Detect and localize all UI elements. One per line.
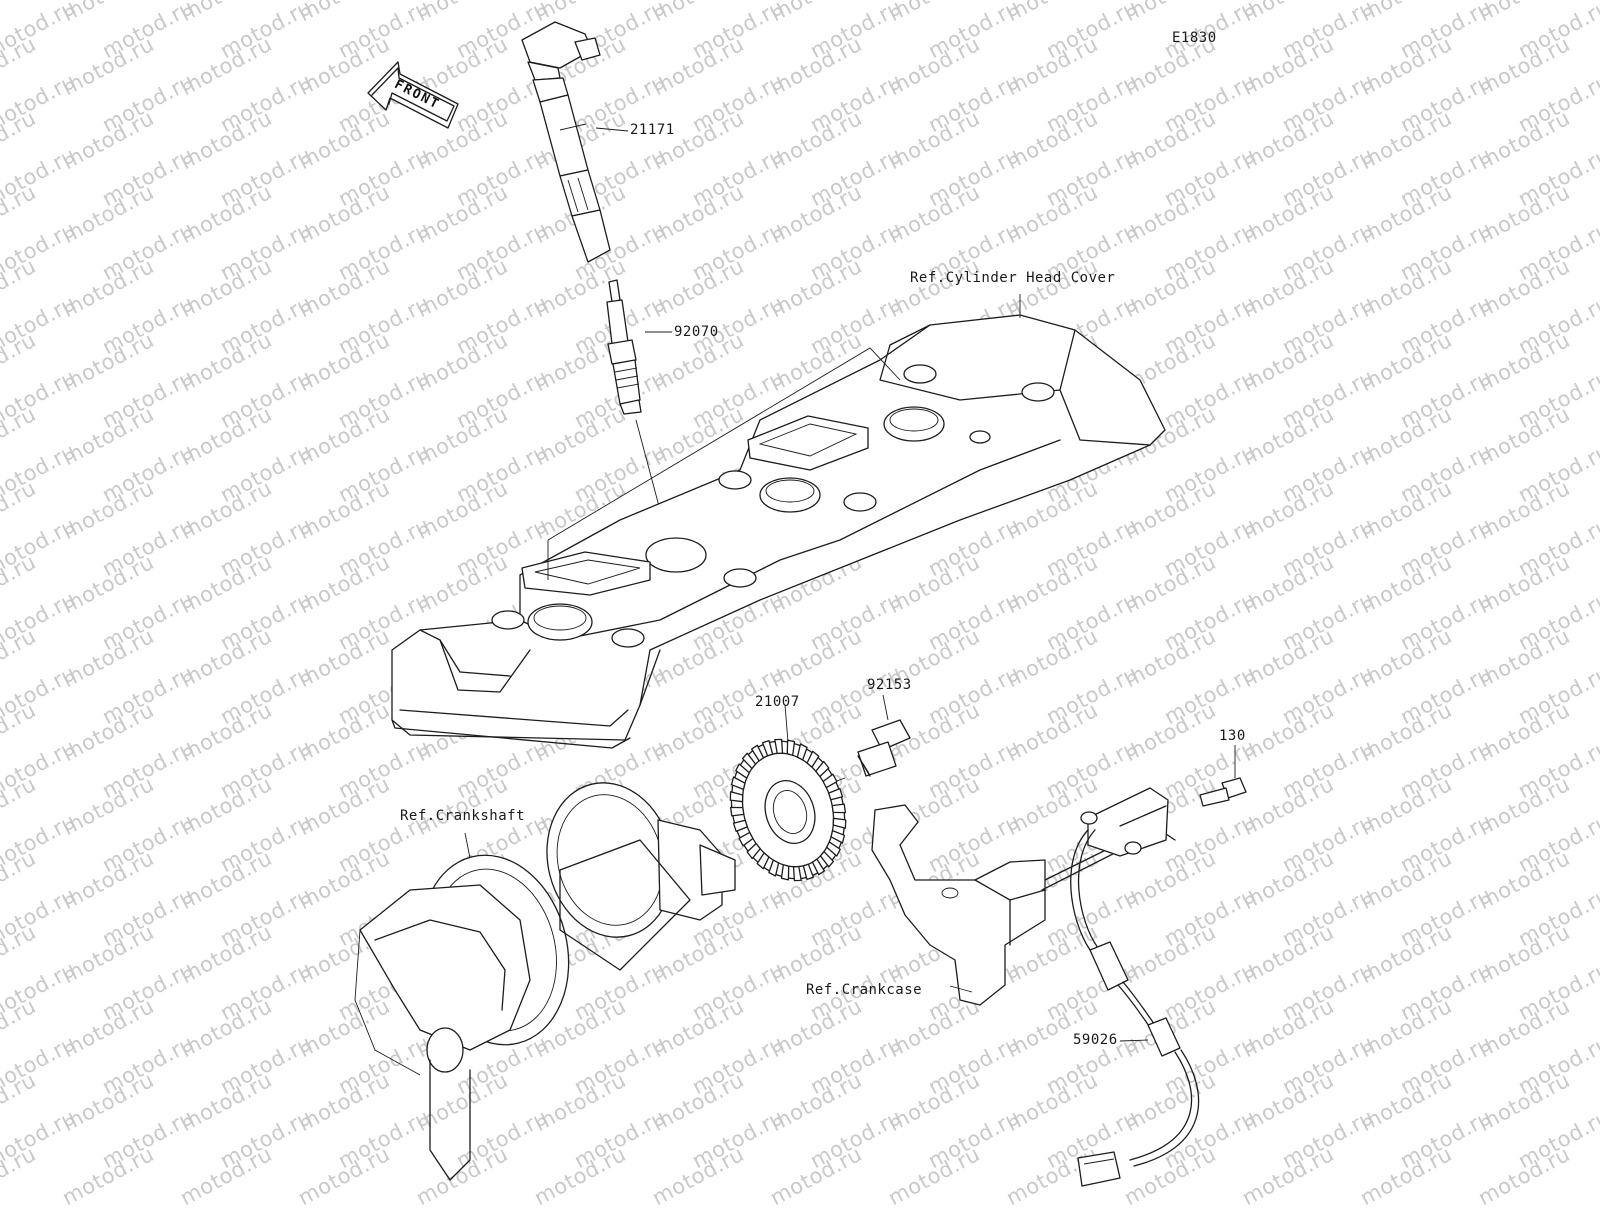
rotor-tooth bbox=[796, 743, 808, 761]
crankcase-part bbox=[871, 804, 1176, 1006]
part-number-label-59026: 59026 bbox=[1073, 1032, 1118, 1048]
rotor-tooth bbox=[735, 763, 750, 779]
diagram-code: E1830 bbox=[1172, 30, 1217, 46]
rotor-tooth bbox=[780, 864, 790, 881]
rotor-tooth bbox=[732, 819, 748, 833]
rotor-tooth bbox=[828, 787, 844, 801]
crankshaft-part bbox=[354, 782, 736, 1181]
part-number-label-92070: 92070 bbox=[674, 324, 719, 340]
rotor-tooth bbox=[729, 791, 744, 803]
part-number-label-21171: 21171 bbox=[630, 122, 675, 138]
bolt-part bbox=[811, 694, 911, 791]
rotor-tooth bbox=[751, 744, 765, 762]
ref-label-crankshaft: Ref.Crankshaft bbox=[400, 808, 526, 824]
rotor-tooth bbox=[811, 858, 825, 876]
rotor-tooth bbox=[730, 776, 746, 791]
spark-plug-part bbox=[606, 279, 669, 541]
rotor-part bbox=[729, 704, 847, 882]
ref-label-cylinder-head-cover: Ref.Cylinder Head Cover bbox=[910, 270, 1116, 286]
cylinder-head-cover-part bbox=[391, 294, 1166, 749]
rotor-tooth bbox=[768, 859, 780, 877]
rotor-tooth bbox=[786, 739, 796, 756]
rotor-tooth bbox=[792, 865, 802, 882]
rotor-tooth bbox=[830, 829, 846, 844]
rotor-tooth bbox=[741, 752, 757, 770]
rotor-tooth bbox=[831, 803, 847, 814]
rotor-tooth bbox=[819, 850, 835, 868]
crankshaft-sensor-part bbox=[1070, 787, 1200, 1187]
ignition-coil-part bbox=[521, 21, 611, 263]
part-number-label-130: 130 bbox=[1219, 728, 1246, 744]
rotor-tooth bbox=[815, 760, 830, 778]
part-number-label-21007: 21007 bbox=[755, 694, 800, 710]
rotor-tooth bbox=[826, 841, 841, 857]
rotor-tooth bbox=[729, 806, 745, 817]
part-number-label-92153: 92153 bbox=[867, 677, 912, 693]
ref-label-crankcase: Ref.Crankcase bbox=[806, 982, 923, 998]
sensor-bolt-part bbox=[1199, 745, 1247, 807]
rotor-tooth bbox=[806, 750, 820, 768]
rotor-tooth bbox=[802, 863, 815, 881]
rotor-tooth bbox=[832, 817, 847, 829]
front-arrow-icon: FRONT bbox=[367, 61, 459, 129]
rotor-tooth bbox=[761, 739, 774, 757]
rotor-tooth bbox=[738, 831, 754, 847]
rotor-tooth bbox=[756, 852, 770, 870]
rotor-tooth bbox=[746, 842, 761, 860]
rotor-tooth bbox=[822, 773, 838, 789]
rotor-tooth bbox=[774, 738, 784, 755]
